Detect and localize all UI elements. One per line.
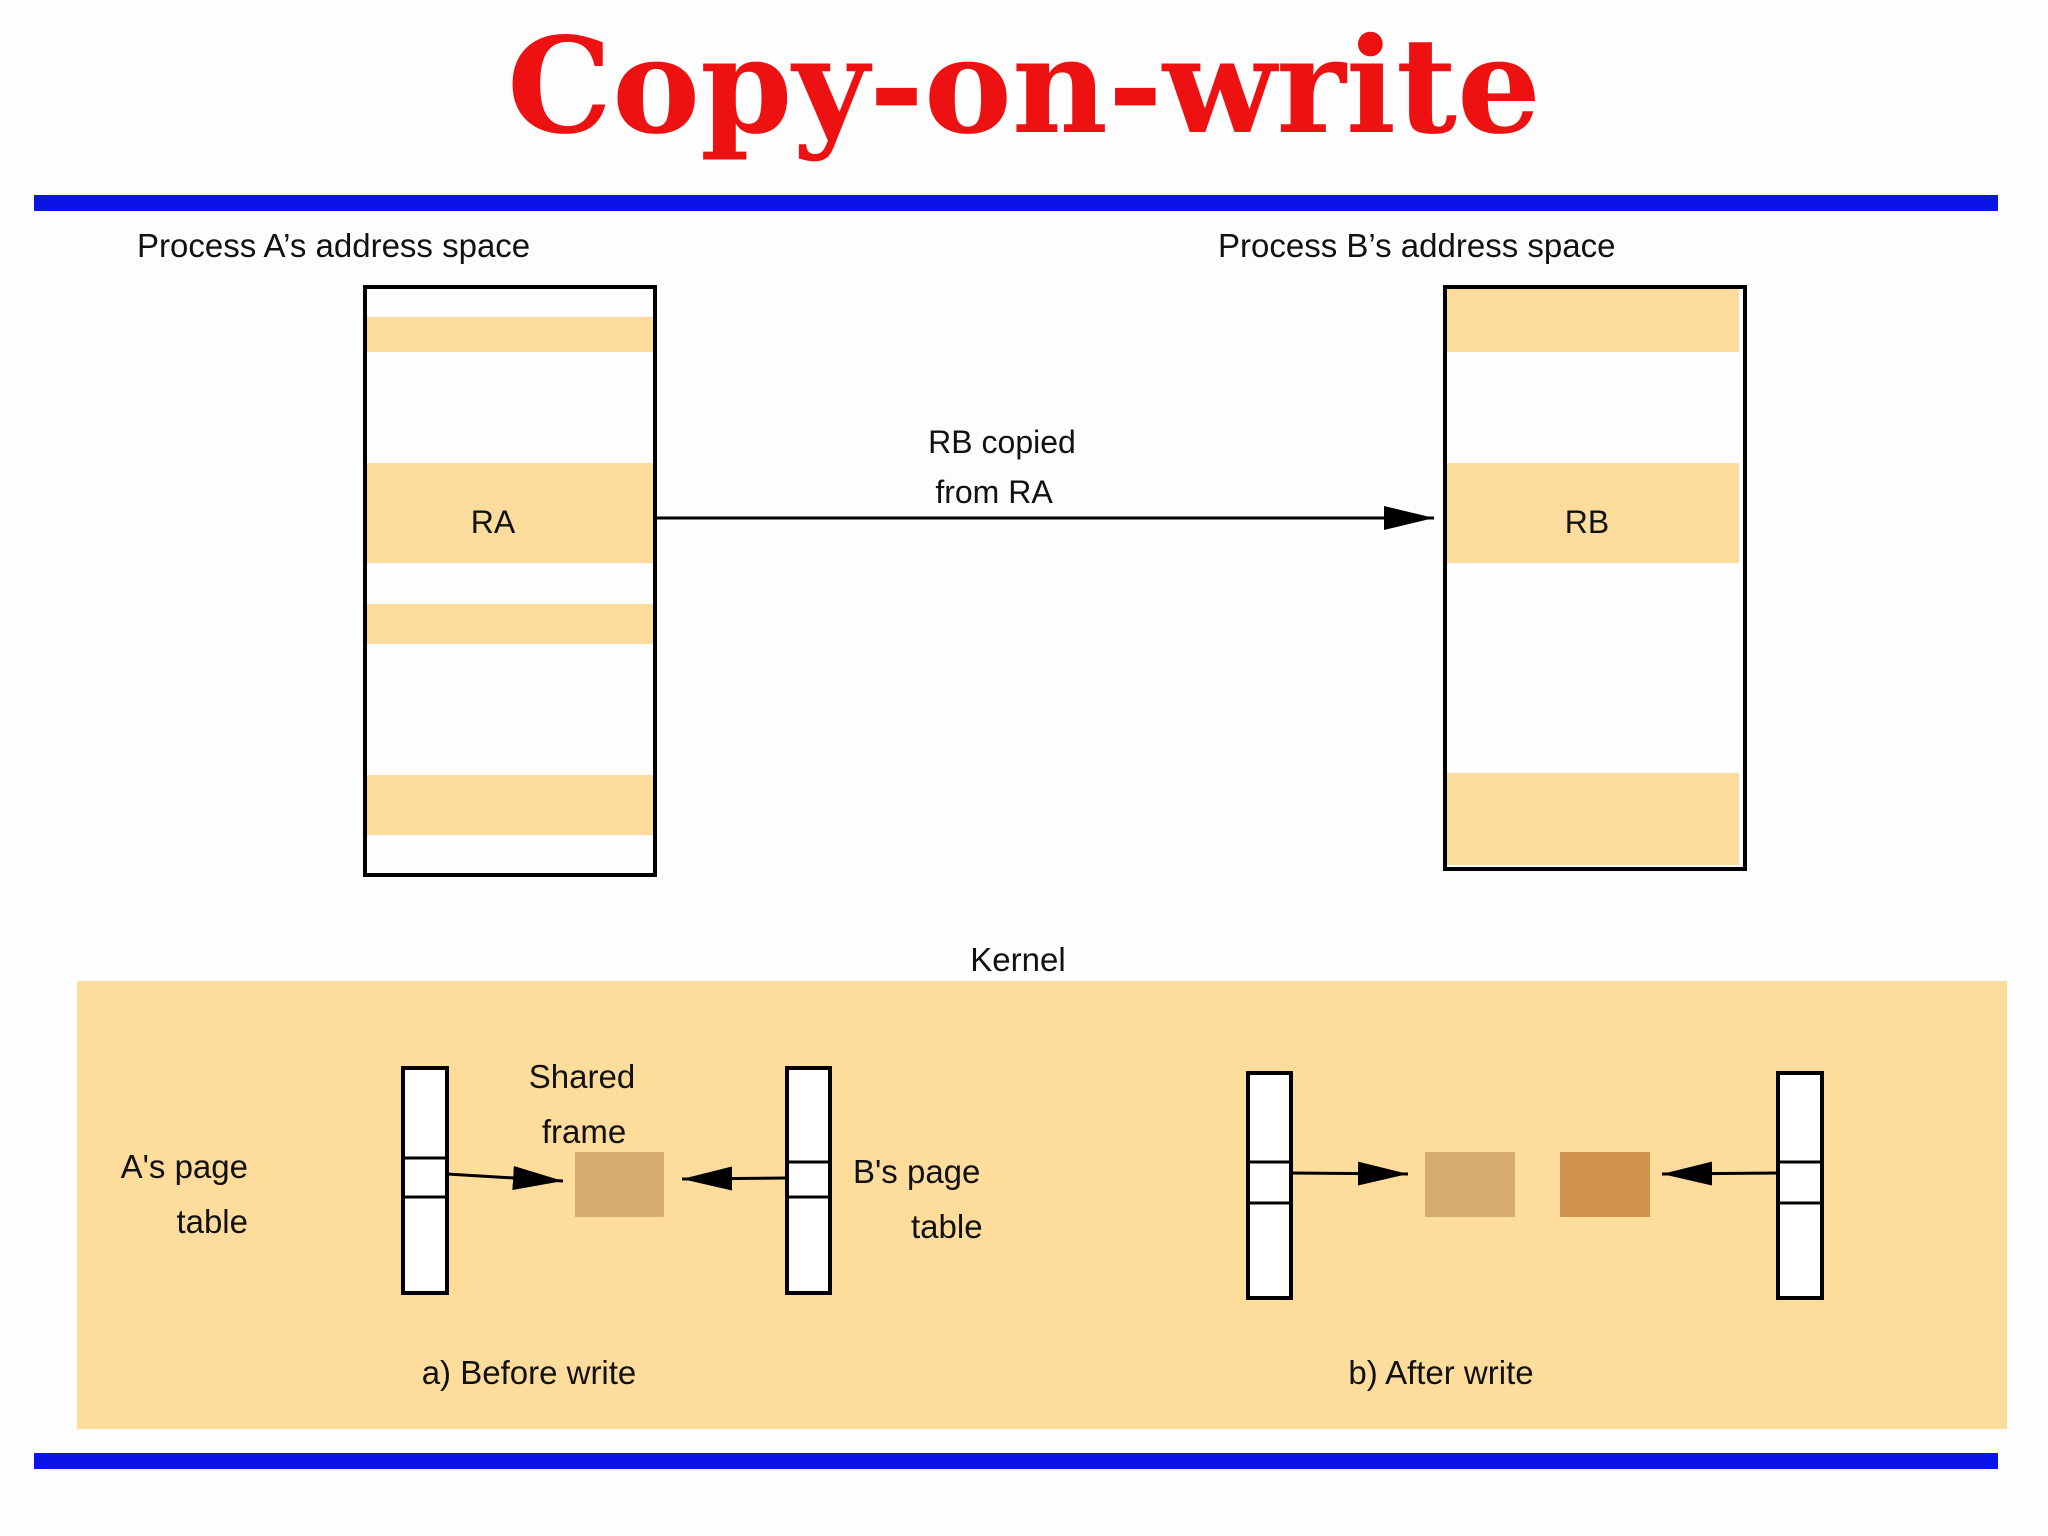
- process-a-region: [366, 775, 654, 835]
- shared-frame-label-line2: frame: [542, 1113, 626, 1150]
- shared-frame-label-line1: Shared: [529, 1058, 635, 1095]
- bottom-rule: [34, 1453, 1998, 1469]
- process-a-region-ra: [366, 463, 654, 563]
- copied-frame: [1560, 1152, 1650, 1217]
- process-b-region: [1446, 773, 1739, 865]
- shared-frame: [575, 1152, 664, 1217]
- b-page-table: [785, 1066, 832, 1295]
- a-page-table-label-line2: table: [176, 1203, 248, 1240]
- copy-arrow-label-line2: from RA: [935, 474, 1053, 510]
- b-page-table-label-line2: table: [911, 1208, 983, 1245]
- b-page-table-label-line1: B's page: [853, 1153, 980, 1190]
- copy-arrow-label-line1: RB copied: [928, 424, 1076, 460]
- slide-title: Copy-on-write: [507, 9, 1541, 164]
- top-rule: [34, 195, 1998, 211]
- kernel-area: [77, 981, 2007, 1429]
- a-page-table: [401, 1066, 449, 1295]
- a-to-shared-arrow: [446, 1166, 564, 1190]
- a-to-original-frame-arrow: [1290, 1161, 1409, 1186]
- before-write-panel: A's page table Shared frame B's page tab…: [121, 1058, 983, 1391]
- process-a-address-space: RA: [363, 285, 657, 877]
- b-to-shared-arrow: [681, 1166, 787, 1191]
- process-a-label: Process A’s address space: [137, 227, 530, 264]
- region-rb-label: RB: [1565, 504, 1609, 540]
- a-page-table: [1246, 1071, 1293, 1300]
- b-page-table: [1776, 1071, 1824, 1300]
- process-b-region-rb: [1446, 463, 1739, 563]
- b-to-copied-frame-arrow: [1661, 1161, 1779, 1186]
- after-write-panel: b) After write: [1246, 1071, 1824, 1391]
- process-a-box: [363, 285, 657, 877]
- process-b-box: [1443, 285, 1747, 871]
- process-b-label: Process B’s address space: [1218, 227, 1615, 264]
- process-b-address-space: RB: [1443, 285, 1747, 871]
- region-ra-label: RA: [471, 504, 516, 540]
- process-a-region: [366, 604, 654, 644]
- original-frame: [1425, 1152, 1515, 1217]
- a-page-table-label-line1: A's page: [121, 1148, 248, 1185]
- process-b-region: [1446, 288, 1739, 352]
- caption-before-write: a) Before write: [422, 1354, 637, 1391]
- caption-after-write: b) After write: [1348, 1354, 1533, 1391]
- process-a-region: [366, 317, 654, 352]
- kernel-label: Kernel: [970, 941, 1065, 978]
